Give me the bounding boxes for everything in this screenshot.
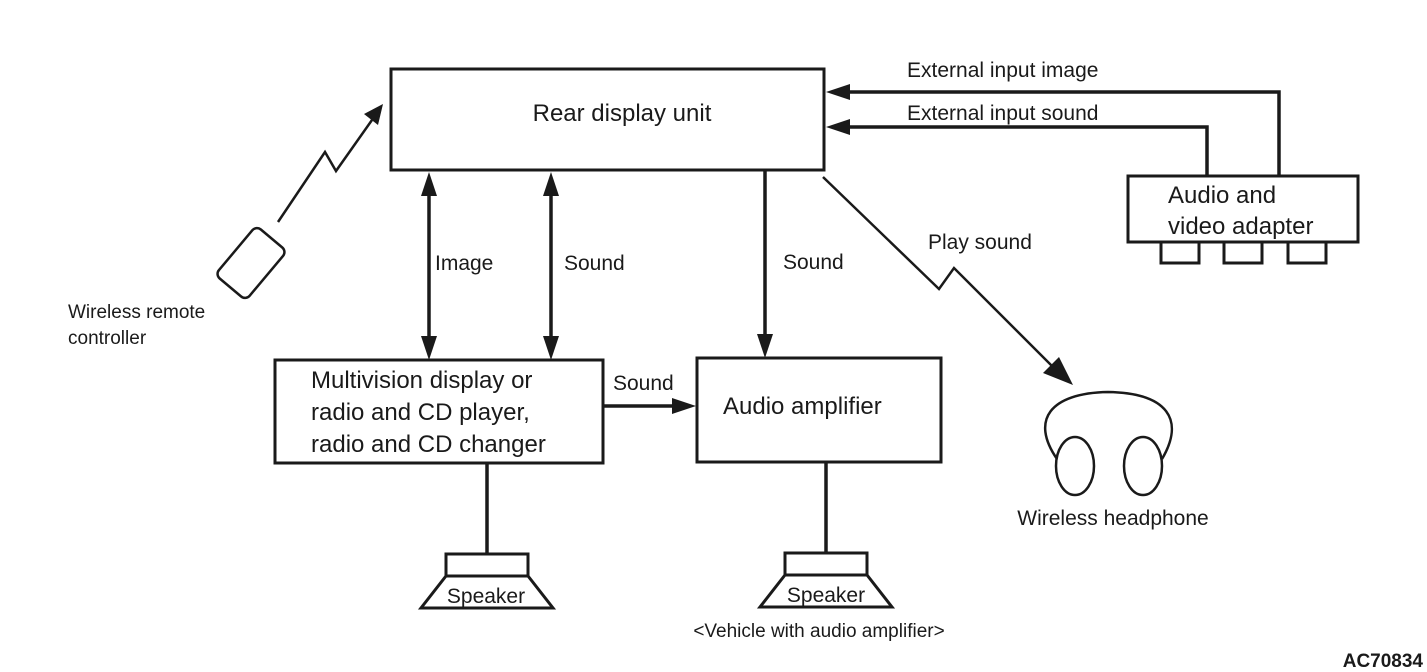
sound-to-amplifier-connection: Sound [757,170,844,358]
external-input-image-arrowhead [826,84,850,100]
external-input-image-line [848,90,1281,176]
adapter-jack-3 [1286,240,1328,265]
sound-to-amplifier-label: Sound [783,251,844,274]
image-connection: Image [421,172,493,360]
multivision-node: Multivision display or radio and CD play… [273,358,605,465]
sound-to-amplifier-arrowhead [757,334,773,358]
headphone-label: Wireless headphone [1017,507,1208,530]
audio-video-adapter-box [1126,174,1360,244]
play-sound-label: Play sound [928,231,1032,254]
multivision-to-amplifier-connection: Sound [603,372,696,414]
image-arrowhead-up [421,172,437,196]
rear-display-unit-node: Rear display unit [389,67,826,172]
speaker-left-node: Speaker [417,463,557,610]
speaker-right-cone-icon [756,573,896,609]
external-input-sound-connection: External input sound [826,102,1209,176]
headphone-left-earcup-icon [1054,435,1096,497]
multivision-label-line1: Multivision display or [311,367,532,394]
headphone-right-earcup-icon [1122,435,1164,497]
sound-bidirectional-connection: Sound [543,172,625,360]
audio-amplifier-label: Audio amplifier [723,393,882,420]
play-sound-connection: Play sound [822,176,1073,385]
sound-bidirectional-label: Sound [564,252,625,275]
remote-signal-arrowhead [364,104,383,125]
audio-video-adapter-label-line1: Audio and [1168,182,1276,209]
image-label: Image [435,252,493,275]
speaker-left-magnet-icon [444,552,530,578]
rear-display-unit-label: Rear display unit [533,100,712,127]
rear-display-unit-box [389,67,826,172]
external-input-sound-arrowhead [826,119,850,135]
speaker-right-magnet-icon [783,551,869,577]
multivision-to-amplifier-arrowhead [672,398,696,414]
audio-video-adapter-node: Audio and video adapter [1126,174,1360,265]
speaker-left-cone-icon [417,574,557,610]
figure-code: AC70834 [1343,651,1424,672]
external-input-sound-line [848,125,1209,176]
sound-arrowhead-down [543,336,559,360]
audio-amplifier-node: Audio amplifier [695,356,943,464]
adapter-jack-2 [1222,240,1264,265]
remote-controller-icon [216,226,286,300]
vehicle-note: <Vehicle with audio amplifier> [693,621,944,642]
play-sound-signal-line [822,176,1059,373]
speaker-right-node: Speaker [756,462,896,609]
external-input-sound-label: External input sound [907,102,1098,125]
wireless-remote-node: Wireless remote controller [68,104,383,349]
multivision-label-line2: radio and CD player, [311,399,530,426]
speaker-left-label: Speaker [447,585,525,608]
remote-label-line2: controller [68,328,147,349]
wireless-headphone-node: Wireless headphone [1017,390,1209,530]
play-sound-arrowhead [1043,357,1073,385]
remote-label-line1: Wireless remote [68,302,205,323]
audio-video-adapter-label-line2: video adapter [1168,213,1313,240]
remote-signal-line [276,119,374,223]
sound-arrowhead-up [543,172,559,196]
speaker-right-label: Speaker [787,584,865,607]
headphone-band-icon [1044,390,1173,460]
adapter-jack-1 [1159,240,1201,265]
external-input-image-connection: External input image [826,59,1281,176]
multivision-box [273,358,605,465]
image-arrowhead-down [421,336,437,360]
audio-amplifier-box [695,356,943,464]
multivision-label-line3: radio and CD changer [311,431,546,458]
multivision-to-amplifier-label: Sound [613,372,674,395]
external-input-image-label: External input image [907,59,1098,82]
